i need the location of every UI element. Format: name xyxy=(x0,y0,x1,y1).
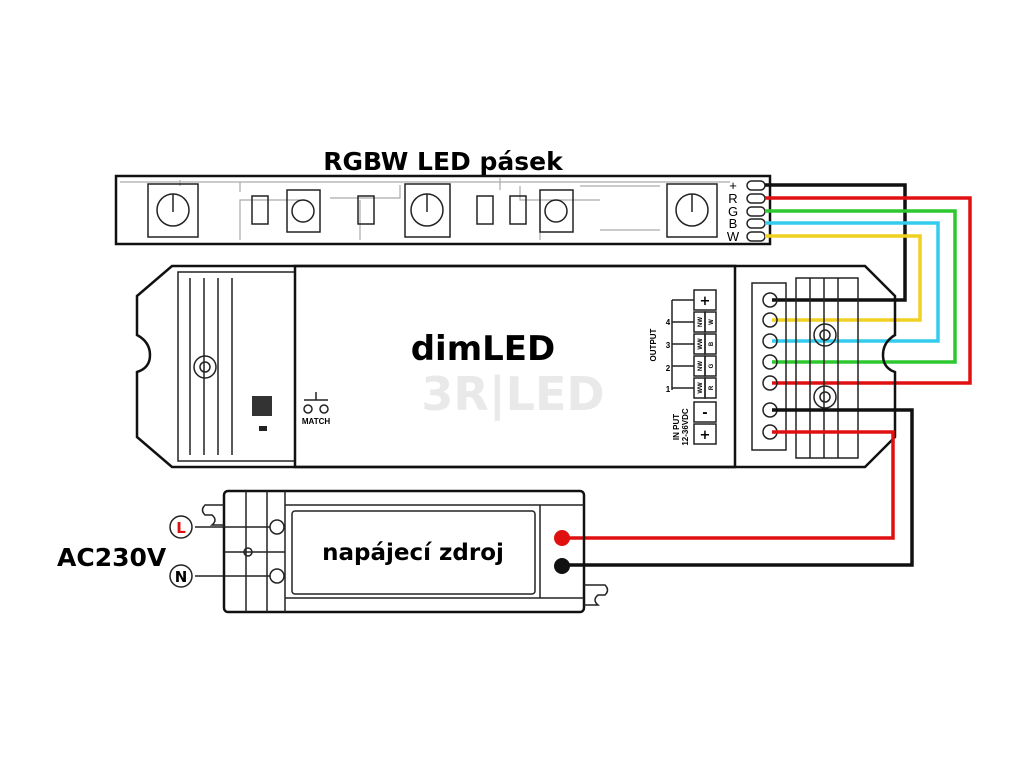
channel-b: R xyxy=(709,385,715,390)
psu-name: napájecí zdroj xyxy=(322,540,504,566)
led-5050 xyxy=(404,183,451,238)
neutral-label: N xyxy=(175,568,188,586)
pin-label-plus: + xyxy=(729,178,737,193)
channel-b: G xyxy=(709,363,715,368)
led-3528 xyxy=(286,189,321,233)
channel-a: WW xyxy=(698,382,704,394)
input-label: IN PUT xyxy=(672,414,681,440)
resistor xyxy=(509,195,527,225)
output-label: OUTPUT xyxy=(649,328,658,361)
channel-num: 3 xyxy=(666,341,671,350)
input-minus-label: - xyxy=(702,406,707,421)
channel-a: WW xyxy=(698,338,704,350)
wires-input xyxy=(562,408,914,567)
terminal-block xyxy=(751,282,787,451)
channel-num: 2 xyxy=(666,364,671,373)
channel-b: B xyxy=(709,341,715,346)
led-3528 xyxy=(539,189,574,233)
live-label: L xyxy=(176,519,186,537)
output-plus-label: + xyxy=(700,294,711,309)
channel-num: 1 xyxy=(666,385,671,394)
watermark-logo: 3R|LED xyxy=(421,367,604,422)
channel-b: W xyxy=(709,319,715,325)
pin-label-g: G xyxy=(728,204,738,219)
match-label: MATCH xyxy=(302,417,331,426)
led-strip: + R G B W xyxy=(114,174,772,246)
controller: MATCH 3R|LED dimLED OUTPUT 4 3 2 1 + NW … xyxy=(135,264,897,469)
pin-label-w: W xyxy=(727,229,740,244)
pin-label-r: R xyxy=(728,191,737,206)
mains-label: AC230V xyxy=(57,543,167,572)
channel-a: NW xyxy=(698,317,704,327)
pin-label-b: B xyxy=(729,216,738,231)
input-voltage: 12-36VDC xyxy=(681,408,690,446)
resistor xyxy=(357,195,375,225)
switch-icon xyxy=(303,392,329,414)
strip-title: RGBW LED pásek xyxy=(323,147,564,176)
power-supply: napájecí zdroj L N AC230V xyxy=(57,489,609,614)
match-button[interactable] xyxy=(252,396,272,416)
channel-num: 4 xyxy=(666,318,671,327)
controller-name: dimLED xyxy=(411,329,556,369)
terminal-screws xyxy=(762,292,778,440)
resistor xyxy=(476,195,494,225)
led-5050 xyxy=(666,183,718,238)
led-5050 xyxy=(147,183,199,238)
channel-a: NW xyxy=(698,361,704,371)
resistor xyxy=(251,195,269,225)
input-plus-label: + xyxy=(700,428,711,443)
